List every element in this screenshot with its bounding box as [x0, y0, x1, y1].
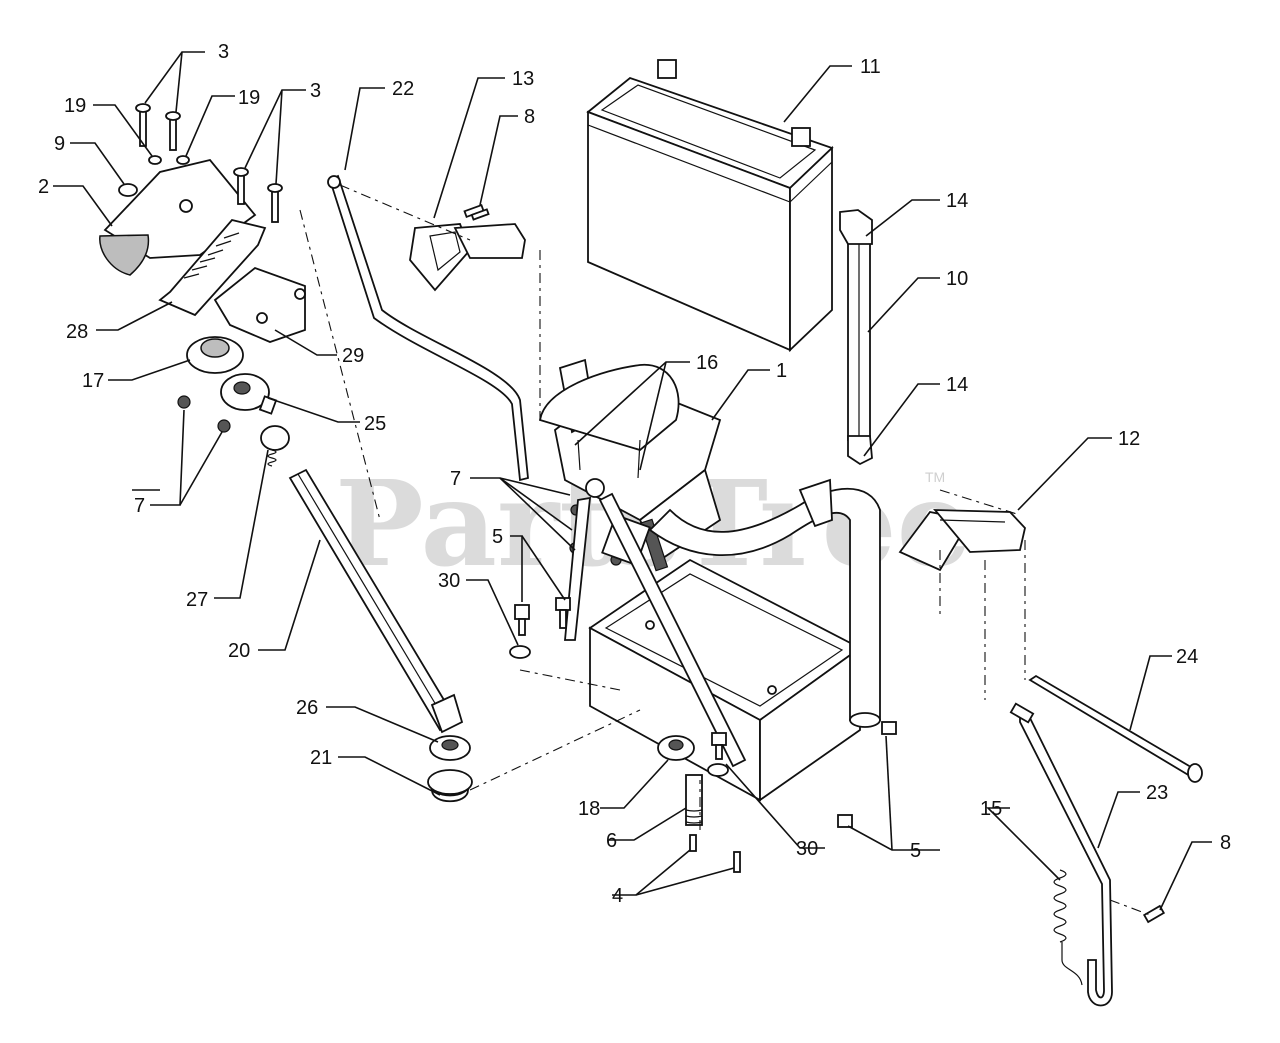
callout-13: 13	[512, 68, 534, 90]
bearing-18	[657, 735, 695, 761]
battery-tray	[588, 558, 862, 802]
callout-19: 19	[64, 95, 86, 117]
callout-8: 8	[1220, 832, 1231, 854]
rod-24	[1028, 674, 1203, 783]
gear-27	[260, 425, 290, 467]
cap-21	[427, 769, 473, 803]
callout-labels: 3 3 19 19 9 2 28 29 17 25 7 27 20 26 21 …	[38, 41, 1231, 907]
callout-28: 28	[66, 321, 88, 343]
control-bracket	[538, 358, 722, 572]
callout-30: 30	[796, 838, 818, 860]
battery	[586, 59, 834, 353]
rod-23	[1009, 702, 1113, 1007]
callout-21: 21	[310, 747, 332, 769]
callout-4: 4	[612, 885, 623, 907]
callout-25: 25	[364, 413, 386, 435]
callout-7: 7	[450, 468, 461, 490]
callout-8: 8	[524, 106, 535, 128]
callout-20: 20	[228, 640, 250, 662]
callout-3: 3	[218, 41, 229, 63]
watermark-trademark: TM	[925, 469, 945, 485]
callout-7: 7	[134, 495, 145, 517]
leader-lines	[53, 51, 1212, 911]
pin-8	[470, 208, 1166, 924]
callout-29: 29	[342, 345, 364, 367]
nut-7-left	[177, 395, 231, 433]
callout-30: 30	[438, 570, 460, 592]
block-29	[213, 266, 306, 343]
callout-5: 5	[910, 840, 921, 862]
bolts-4	[689, 834, 741, 873]
callout-14: 14	[946, 190, 968, 212]
bearing-26	[429, 735, 471, 761]
callout-26: 26	[296, 697, 318, 719]
callout-16: 16	[696, 352, 718, 374]
callout-23: 23	[1146, 782, 1168, 804]
callout-24: 24	[1176, 646, 1198, 668]
callout-6: 6	[606, 830, 617, 852]
steering-shaft	[288, 468, 464, 734]
callout-14: 14	[946, 374, 968, 396]
long-arm-right	[564, 492, 747, 768]
assembly-lines	[299, 184, 1151, 916]
washers-30	[509, 645, 729, 777]
callout-27: 27	[186, 589, 208, 611]
callout-9: 9	[54, 133, 65, 155]
washer-9	[118, 183, 138, 197]
callout-18: 18	[578, 798, 600, 820]
callout-10: 10	[946, 268, 968, 290]
callout-1: 1	[776, 360, 787, 382]
shaft-6	[685, 774, 703, 826]
rod-22	[327, 174, 529, 482]
rack-28	[158, 218, 267, 317]
bushing-17	[186, 336, 244, 374]
bolts-3	[135, 103, 283, 223]
bolts-5	[514, 597, 897, 828]
pedal-13	[409, 203, 526, 292]
callout-17: 17	[82, 370, 104, 392]
washer-19	[148, 155, 190, 165]
gear-housing-2	[99, 158, 257, 276]
callout-22: 22	[392, 78, 414, 100]
callout-5: 5	[492, 526, 503, 548]
callout-11: 11	[860, 56, 881, 78]
callout-2: 2	[38, 176, 49, 198]
collar-25	[220, 373, 278, 415]
callout-12: 12	[1118, 428, 1140, 450]
callout-3: 3	[310, 80, 321, 102]
spring-15	[1053, 869, 1083, 986]
battery-strap	[839, 209, 873, 466]
pedal-12	[898, 509, 1026, 572]
callout-19: 19	[238, 87, 260, 109]
callout-15: 15	[980, 798, 1002, 820]
frame-tube	[648, 478, 881, 728]
